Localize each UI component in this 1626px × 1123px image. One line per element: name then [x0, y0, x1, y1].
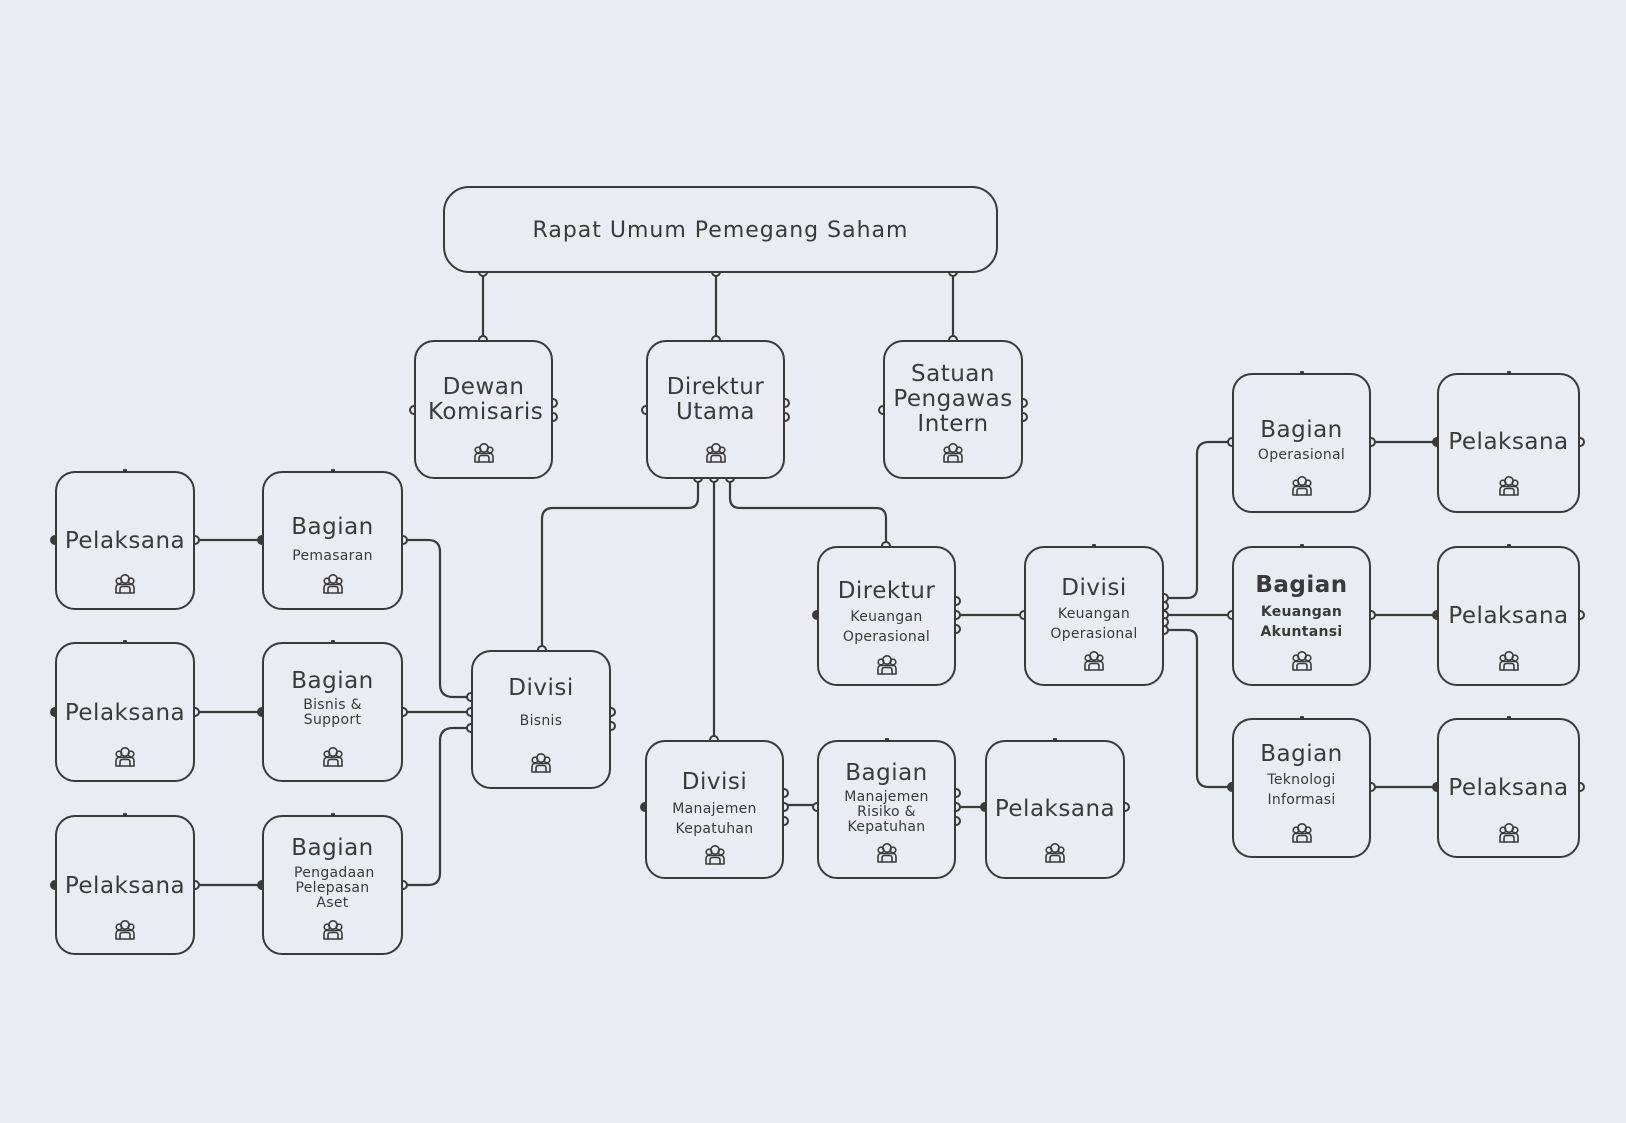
people-group-icon	[1496, 473, 1522, 499]
node-subtitle: Pemasaran	[292, 548, 373, 564]
node-bagian-manajemen-risiko-kepatuhan[interactable]: Bagian Manajemen Risiko & Kepatuhan	[817, 738, 956, 879]
top-tick	[1506, 544, 1511, 548]
node-title: Direktur	[837, 578, 936, 604]
node-subtitle: Keuangan Akuntansi	[1260, 604, 1343, 640]
node-subtitle: Teknologi Informasi	[1267, 772, 1336, 808]
node-title: Pelaksana	[64, 528, 186, 554]
node-subtitle: Manajemen Kepatuhan	[672, 801, 757, 837]
top-tick	[1299, 371, 1304, 375]
people-group-icon	[112, 744, 138, 770]
top-tick	[123, 469, 127, 473]
people-group-icon	[874, 840, 900, 866]
node-bagian-keuangan-akuntansi[interactable]: Bagian Keuangan Akuntansi	[1232, 544, 1371, 686]
top-tick	[330, 640, 335, 644]
top-tick	[1506, 716, 1511, 720]
node-pelaksana-operasional[interactable]: Pelaksana	[1437, 371, 1580, 513]
node-title: Satuan Pengawas Intern	[893, 361, 1013, 437]
node-dewan-komisaris[interactable]: Dewan Komisaris	[414, 340, 553, 479]
node-direktur-utama[interactable]: Direktur Utama	[646, 340, 785, 479]
node-divisi-bisnis[interactable]: Divisi Bisnis	[471, 650, 611, 789]
node-title: Bagian	[1260, 741, 1343, 767]
node-title: Pelaksana	[1448, 603, 1569, 629]
node-pelaksana-manajemen-risiko[interactable]: Pelaksana	[985, 738, 1125, 879]
people-group-icon	[1496, 820, 1522, 846]
top-tick	[1053, 738, 1057, 742]
people-group-icon	[1289, 473, 1315, 499]
top-tick	[884, 738, 889, 742]
node-title: Pelaksana	[1448, 429, 1569, 455]
node-title: Bagian	[291, 668, 374, 694]
top-tick	[123, 640, 127, 644]
node-rapat-umum-pemegang-saham[interactable]: Rapat Umum Pemegang Saham	[443, 186, 998, 273]
node-subtitle: Keuangan Operasional	[1050, 606, 1138, 642]
people-group-icon	[528, 750, 554, 776]
node-pelaksana-pemasaran[interactable]: Pelaksana	[55, 469, 195, 610]
top-tick	[330, 469, 335, 473]
people-group-icon	[320, 571, 346, 597]
node-pelaksana-akuntansi[interactable]: Pelaksana	[1437, 544, 1580, 686]
node-title: Bagian	[1260, 417, 1343, 443]
node-subtitle: Pengadaan Pelepasan Aset	[294, 865, 375, 911]
node-subtitle: Keuangan Operasional	[842, 609, 931, 645]
people-group-icon	[112, 571, 138, 597]
people-group-icon	[320, 744, 346, 770]
people-group-icon	[1081, 648, 1107, 674]
node-title: Divisi	[681, 769, 748, 795]
node-bagian-pengadaan-pelepasan-aset[interactable]: Bagian Pengadaan Pelepasan Aset	[262, 813, 403, 955]
node-title: Direktur Utama	[666, 374, 765, 425]
node-pelaksana-pengadaan[interactable]: Pelaksana	[55, 813, 195, 955]
people-group-icon	[1042, 840, 1068, 866]
node-title: Pelaksana	[64, 873, 186, 899]
top-tick	[123, 813, 127, 817]
node-subtitle: Bisnis & Support	[303, 697, 362, 728]
node-title: Bagian	[291, 835, 374, 861]
people-group-icon	[703, 440, 729, 466]
people-group-icon	[1496, 648, 1522, 674]
node-pelaksana-teknologi-informasi[interactable]: Pelaksana	[1437, 716, 1580, 858]
people-group-icon	[112, 917, 138, 943]
node-title: Pelaksana	[1448, 775, 1569, 801]
node-subtitle: Manajemen Risiko & Kepatuhan	[844, 789, 929, 835]
node-bagian-operasional[interactable]: Bagian Operasional	[1232, 371, 1371, 513]
node-title: Bagian	[845, 760, 928, 786]
node-divisi-manajemen-kepatuhan[interactable]: Divisi Manajemen Kepatuhan	[645, 740, 784, 879]
node-bagian-bisnis-support[interactable]: Bagian Bisnis & Support	[262, 640, 403, 782]
node-title: Rapat Umum Pemegang Saham	[532, 218, 909, 243]
people-group-icon	[1289, 820, 1315, 846]
node-divisi-keuangan-operasional[interactable]: Divisi Keuangan Operasional	[1024, 544, 1164, 686]
top-tick	[1299, 716, 1304, 720]
people-group-icon	[320, 917, 346, 943]
people-group-icon	[702, 842, 728, 868]
node-title: Pelaksana	[994, 796, 1116, 822]
node-title: Pelaksana	[64, 700, 186, 726]
node-bagian-pemasaran[interactable]: Bagian Pemasaran	[262, 469, 403, 610]
node-title: Divisi	[508, 675, 574, 701]
top-tick	[1299, 544, 1304, 548]
node-satuan-pengawas-intern[interactable]: Satuan Pengawas Intern	[883, 340, 1023, 479]
node-title: Dewan Komisaris	[428, 374, 544, 425]
top-tick	[1092, 544, 1096, 548]
node-title: Divisi	[1061, 575, 1127, 601]
node-bagian-teknologi-informasi[interactable]: Bagian Teknologi Informasi	[1232, 716, 1371, 858]
people-group-icon	[940, 440, 966, 466]
node-subtitle: Operasional	[1257, 447, 1346, 463]
node-title: Bagian	[1255, 572, 1348, 598]
node-title: Bagian	[291, 514, 374, 540]
node-pelaksana-bisnis-support[interactable]: Pelaksana	[55, 640, 195, 782]
top-tick	[1506, 371, 1511, 375]
people-group-icon	[471, 440, 497, 466]
people-group-icon	[874, 652, 900, 678]
node-subtitle: Bisnis	[519, 713, 563, 729]
node-direktur-keuangan-operasional[interactable]: Direktur Keuangan Operasional	[817, 546, 956, 686]
top-tick	[330, 813, 335, 817]
people-group-icon	[1289, 648, 1315, 674]
